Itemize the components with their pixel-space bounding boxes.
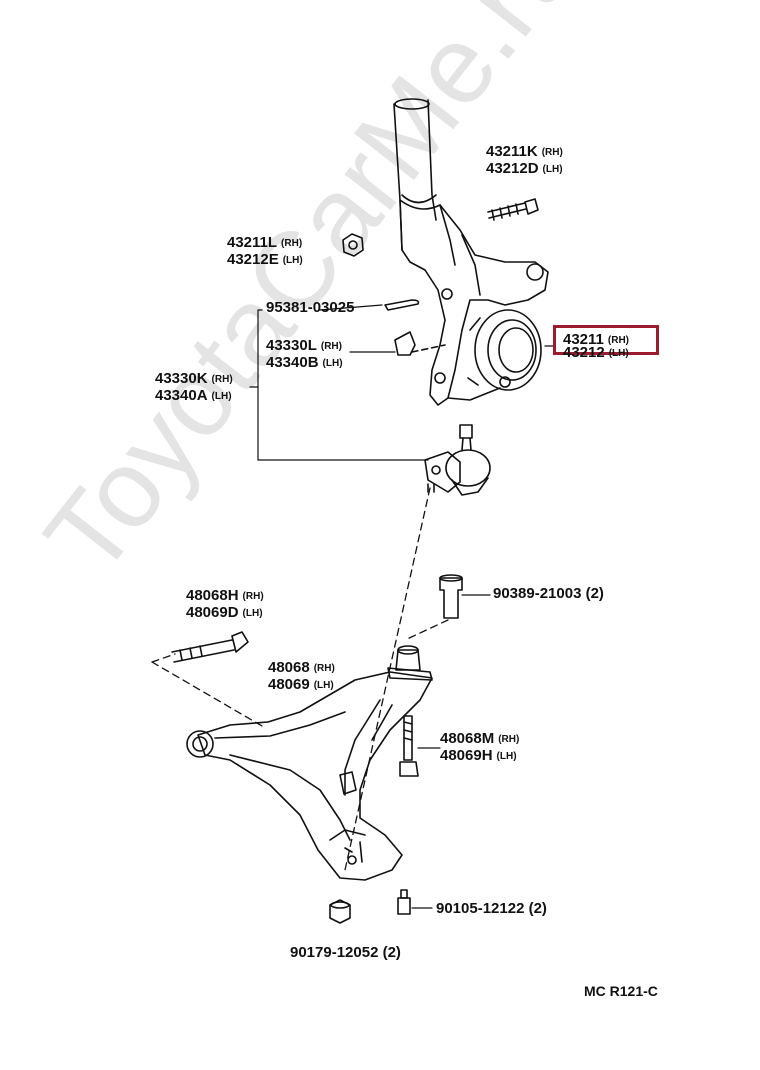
arm-ball-joint [387, 645, 433, 681]
label-43330l-43340b[interactable]: 43330L(RH) 43340B(LH) [266, 337, 343, 371]
alignment-lines [151, 487, 449, 871]
cotter-pin [384, 299, 420, 311]
label-48068m-48069h[interactable]: 48068M(RH) 48069H(LH) [440, 730, 520, 764]
label-95381-03025[interactable]: 95381-03025 [266, 299, 355, 316]
label-48068-48069[interactable]: 48068(RH) 48069(LH) [268, 659, 335, 693]
knuckle-nut [342, 233, 364, 257]
label-48068h-48069d[interactable]: 48068H(RH) 48069D(LH) [186, 587, 264, 621]
diagram-reference-code: MC R121-C [584, 983, 658, 999]
label-43330k-43340a[interactable]: 43330K(RH) 43340A(LH) [155, 370, 233, 404]
control-arm-bushing [439, 574, 463, 619]
control-arm-bolt [171, 631, 249, 663]
label-90389-21003[interactable]: 90389-21003 (2) [493, 585, 604, 602]
arm-stud [399, 715, 419, 777]
small-nut [329, 899, 351, 924]
knuckle-hub [467, 309, 542, 391]
label-90179-12052[interactable]: 90179-12052 (2) [290, 944, 401, 961]
label-43211l-43212e[interactable]: 43211L(RH) 43212E(LH) [227, 234, 303, 268]
label-90105-12122[interactable]: 90105-12122 (2) [436, 900, 547, 917]
small-bolt [397, 889, 411, 915]
leader-lines [249, 304, 554, 909]
label-43211-43212[interactable]: 43211(RH) 43212(LH) [563, 331, 629, 361]
label-43211k-43212d[interactable]: 43211K(RH) 43212D(LH) [486, 143, 563, 177]
ball-joint-clip [394, 331, 446, 356]
lower-control-arm [186, 671, 433, 881]
steering-knuckle [399, 199, 549, 406]
highlight-box [553, 325, 659, 355]
knuckle-bolt [487, 198, 539, 221]
lower-ball-joint [424, 424, 491, 496]
